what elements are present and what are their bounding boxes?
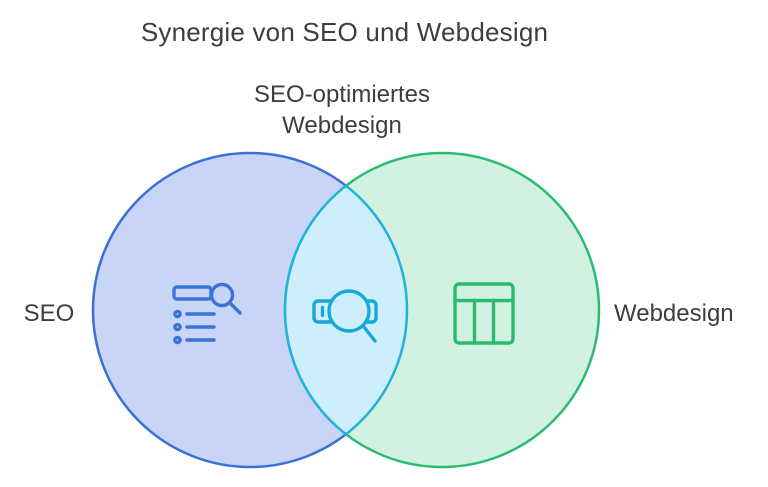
overlap-region [283, 153, 407, 467]
webpage-layout-icon [453, 282, 515, 345]
banner-magnifier-icon [312, 289, 378, 343]
magnifier-lens [327, 289, 371, 333]
overlap-outline-shape [285, 153, 409, 467]
overlap-outline [285, 153, 409, 467]
intersection-label: SEO-optimiertes Webdesign [253, 81, 431, 139]
seo-list-search-icon [172, 282, 242, 345]
seo-label: SEO [23, 300, 75, 327]
overlap-fill-shape [283, 153, 407, 467]
webdesign-label: Webdesign [614, 300, 734, 327]
diagram-title: Synergie von SEO und Webdesign [140, 17, 549, 47]
